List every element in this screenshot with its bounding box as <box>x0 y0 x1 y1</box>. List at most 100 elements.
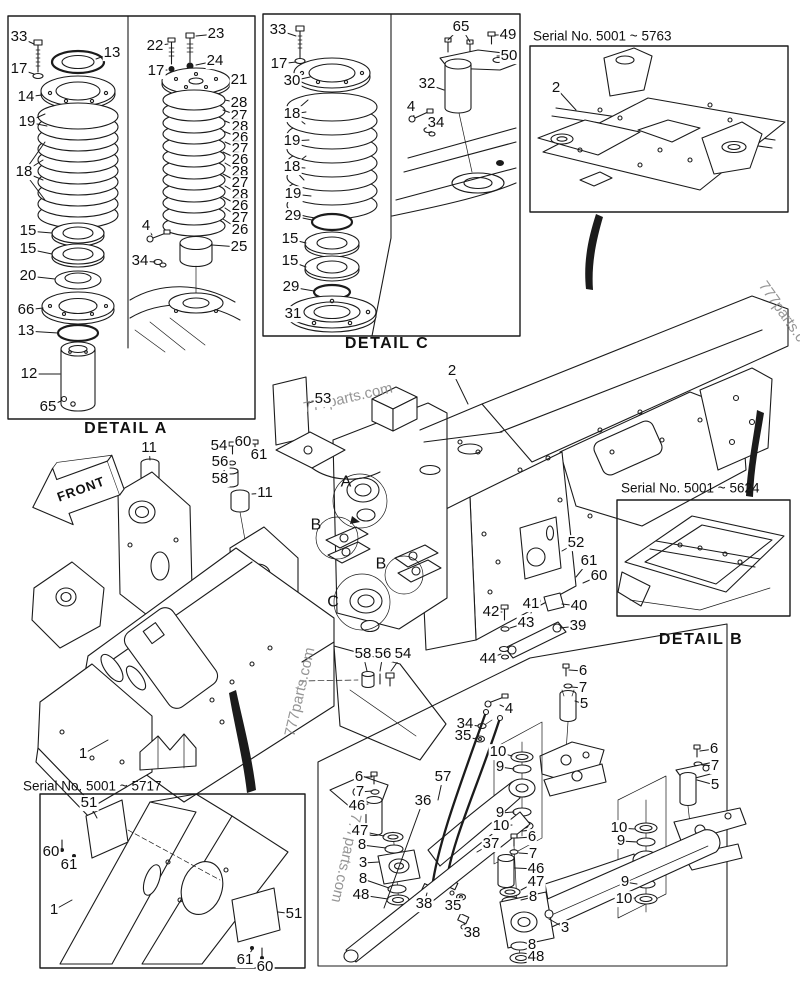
steering-callout-48: 48 <box>526 948 546 966</box>
detail-c-callout-18: 18 <box>282 105 302 123</box>
steering-callout-6: 6 <box>526 828 538 846</box>
detail-c-callout-34: 34 <box>426 114 446 132</box>
steering-callout-3: 3 <box>559 919 571 937</box>
serial-5717-callout-61: 61 <box>235 951 255 969</box>
steering-callout-37: 37 <box>481 835 501 853</box>
steering-callout-47: 47 <box>350 822 370 840</box>
steering-callout-38: 38 <box>462 924 482 942</box>
detail-a-callout-65: 65 <box>38 398 58 416</box>
steering-callout-46: 46 <box>526 860 546 878</box>
detail-c-callout-18: 18 <box>282 158 302 176</box>
detail-c-callout-31: 31 <box>283 305 303 323</box>
main-frame-callout-11: 11 <box>140 439 158 457</box>
detail-a-callout-27: 27 <box>230 174 250 192</box>
detail-c-callout-19: 19 <box>283 185 303 203</box>
main-frame-callout-A: A <box>340 473 352 491</box>
steering-callout-7: 7 <box>527 845 539 863</box>
steering-callout-6: 6 <box>577 662 589 680</box>
main-frame-callout-52: 52 <box>566 534 586 552</box>
steering-callout-9: 9 <box>494 804 506 822</box>
main-frame-callout-42: 42 <box>481 603 501 621</box>
detail-c-callout-19: 19 <box>282 132 302 150</box>
detail-b-caption: DETAIL B <box>658 631 744 648</box>
serial-5763-box <box>529 45 789 213</box>
steering-callout-46: 46 <box>347 797 367 815</box>
detail-a-callout-15: 15 <box>18 240 38 258</box>
main-frame-callout-44: 44 <box>478 650 498 668</box>
detail-a-callout-26: 26 <box>230 197 250 215</box>
detail-a-drawing <box>7 15 256 420</box>
detail-a-callout-27: 27 <box>230 209 250 227</box>
swoosh-arrow-left <box>229 690 256 793</box>
detail-c-callout-4: 4 <box>405 98 417 116</box>
main-frame-callout-56: 56 <box>210 453 230 471</box>
serial-5624-title: Serial No. 5001 ~ 5624 <box>621 480 760 496</box>
main-frame-callout-2: 2 <box>446 362 458 380</box>
serial-5624-box <box>616 499 791 617</box>
detail-a-callout-18: 18 <box>14 163 34 181</box>
detail-c-callout-29: 29 <box>281 278 301 296</box>
detail-c-callout-29: 29 <box>283 207 303 225</box>
serial-5717-callout-61: 61 <box>59 856 79 874</box>
main-frame-callout-61: 61 <box>249 446 269 464</box>
detail-a-callout-20: 20 <box>18 267 38 285</box>
serial-5717-callout-60: 60 <box>41 843 61 861</box>
detail-a-callout-13: 13 <box>102 44 122 62</box>
detail-a-callout-19: 19 <box>17 113 37 131</box>
serial-5717-callout-51: 51 <box>284 905 304 923</box>
detail-a-callout-13: 13 <box>16 322 36 340</box>
steering-callout-36: 36 <box>413 792 433 810</box>
steering-callout-34: 34 <box>455 715 475 733</box>
main-frame-callout-1: 1 <box>77 745 89 763</box>
swoosh-arrow-top <box>585 214 603 290</box>
detail-c-callout-50: 50 <box>499 47 519 65</box>
steering-assembly-drawing <box>299 623 747 967</box>
steering-callout-3: 3 <box>357 854 369 872</box>
detail-a-callout-12: 12 <box>19 365 39 383</box>
steering-callout-6: 6 <box>353 768 365 786</box>
steering-callout-58: 58 <box>353 645 373 663</box>
main-frame-callout-58: 58 <box>210 470 230 488</box>
steering-callout-9: 9 <box>619 873 631 891</box>
detail-a-callout-34: 34 <box>130 252 150 270</box>
detail-a-callout-17: 17 <box>146 62 166 80</box>
main-frame-callout-39: 39 <box>568 617 588 635</box>
serial-5717-callout-1: 1 <box>48 901 60 919</box>
detail-a-callout-66: 66 <box>16 301 36 319</box>
detail-a-callout-14: 14 <box>16 88 36 106</box>
detail-a-callout-24: 24 <box>205 52 225 70</box>
main-frame-callout-B: B <box>310 516 322 534</box>
steering-callout-7: 7 <box>354 783 366 801</box>
main-frame-callout-40: 40 <box>569 597 589 615</box>
detail-a-callout-21: 21 <box>229 71 249 89</box>
serial-5763-drawing <box>529 45 789 213</box>
detail-a-callout-15: 15 <box>18 222 38 240</box>
detail-c-drawing <box>262 13 521 337</box>
steering-detail-boundary <box>317 623 728 967</box>
detail-a-callout-33: 33 <box>9 28 29 46</box>
detail-c-callout-33: 33 <box>268 21 288 39</box>
steering-callout-35: 35 <box>443 897 463 915</box>
serial-5717-callout-60: 60 <box>255 958 275 976</box>
main-frame-callout-43: 43 <box>516 614 536 632</box>
steering-callout-7: 7 <box>577 679 589 697</box>
steering-callout-4: 4 <box>503 700 515 718</box>
steering-callout-47: 47 <box>526 873 546 891</box>
steering-callout-48: 48 <box>351 886 371 904</box>
steering-callout-10: 10 <box>488 743 508 761</box>
steering-callout-5: 5 <box>709 776 721 794</box>
steering-callout-9: 9 <box>615 832 627 850</box>
main-frame-callout-41: 41 <box>521 595 541 613</box>
steering-callout-38: 38 <box>414 895 434 913</box>
detail-c-caption: DETAIL C <box>344 335 430 352</box>
detail-c-callout-17: 17 <box>269 55 289 73</box>
serial-5717-title: Serial No. 5001 ~ 5717 <box>23 778 162 794</box>
detail-a-box <box>7 15 256 420</box>
main-frame-callout-60: 60 <box>589 567 609 585</box>
swoosh-arrow-right <box>746 410 764 497</box>
main-frame-callout-C: C <box>327 593 339 611</box>
steering-callout-9: 9 <box>494 758 506 776</box>
detail-c-callout-15: 15 <box>280 252 300 270</box>
